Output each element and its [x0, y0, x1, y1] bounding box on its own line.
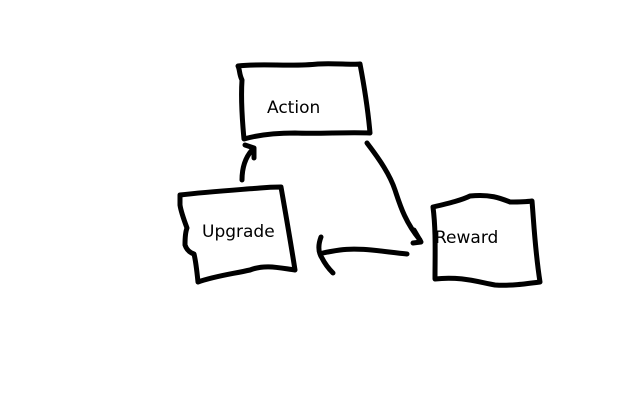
action-box [235, 61, 373, 142]
action-label: Action [267, 98, 321, 118]
reward-label: Reward [435, 228, 499, 248]
arrow-reward-to-upgrade [320, 246, 410, 257]
reward-box [430, 193, 543, 288]
arrow-upgrade-to-action [239, 147, 255, 183]
arrow-upgrade-to-action-head [242, 142, 257, 161]
arrow-reward-to-upgrade-head [316, 234, 336, 276]
upgrade-label: Upgrade [202, 222, 275, 242]
arrow-action-to-reward-head [410, 227, 424, 246]
arrow-action-to-reward [364, 140, 423, 243]
upgrade-box [177, 184, 298, 285]
